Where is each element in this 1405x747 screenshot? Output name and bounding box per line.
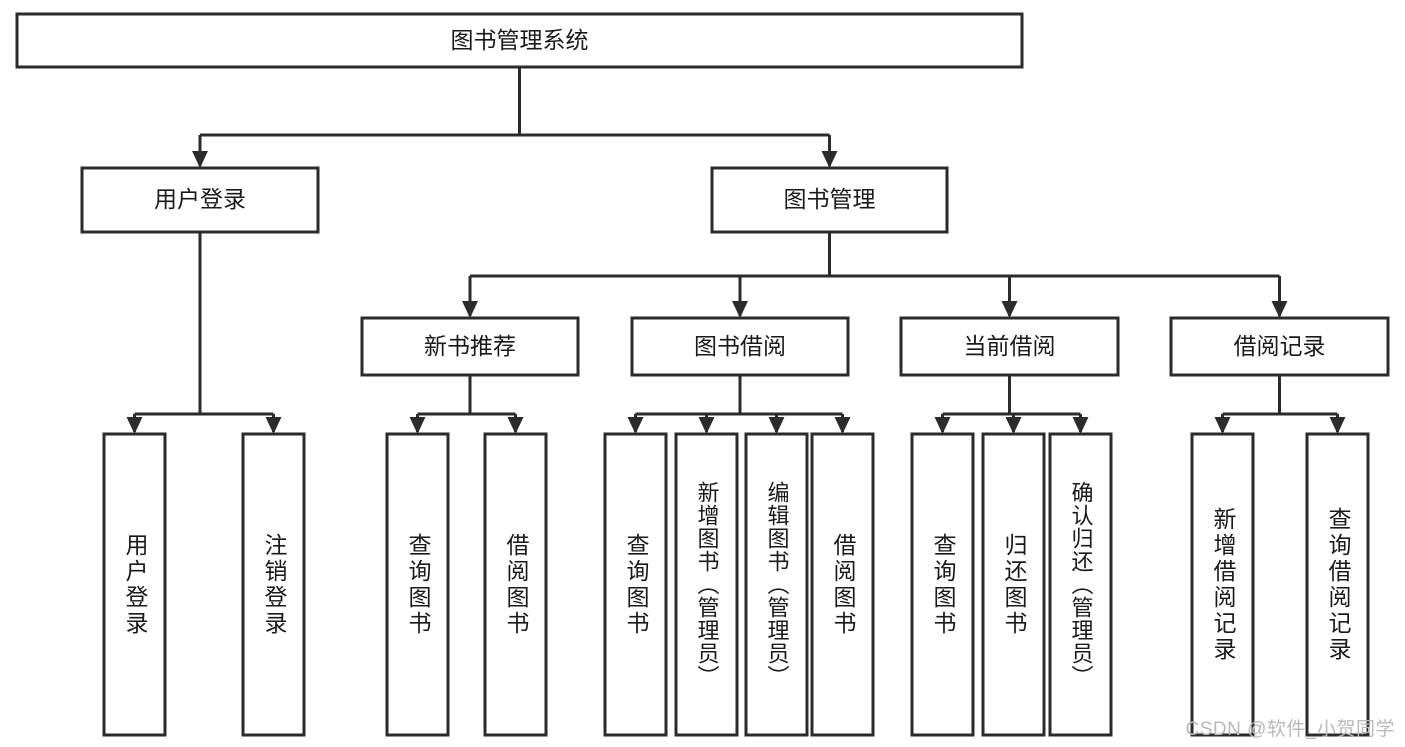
arrow-borrow-record-to-leaf-query-borrow-record bbox=[1329, 417, 1346, 434]
node-box-leaf-query-borrow-record[interactable] bbox=[1305, 432, 1370, 737]
arrow-current-borrow-to-leaf-query-book-3 bbox=[934, 417, 951, 434]
node-box-book-manage[interactable] bbox=[710, 166, 949, 234]
arrow-book-manage-to-current-borrow bbox=[1001, 301, 1018, 318]
arrow-book-manage-to-borrow-record bbox=[1271, 301, 1288, 318]
arrow-borrow-record-to-leaf-add-borrow-record bbox=[1214, 417, 1231, 434]
arrow-user-login-to-leaf-user-login bbox=[126, 417, 143, 434]
node-box-book-borrow[interactable] bbox=[630, 316, 850, 377]
node-box-current-borrow[interactable] bbox=[899, 316, 1120, 377]
arrow-book-borrow-to-leaf-borrow-book-2 bbox=[834, 417, 851, 434]
arrow-book-borrow-to-leaf-add-book-admin bbox=[698, 417, 715, 434]
arrow-book-manage-to-book-borrow bbox=[732, 301, 748, 318]
node-box-user-login[interactable] bbox=[80, 166, 320, 234]
node-box-leaf-borrow-book-1[interactable] bbox=[483, 432, 548, 737]
node-box-leaf-confirm-return-admin[interactable] bbox=[1048, 432, 1113, 737]
arrow-current-borrow-to-leaf-return-book bbox=[1005, 417, 1022, 434]
arrow-root-to-book-manage bbox=[821, 151, 838, 168]
arrow-book-manage-to-new-book-recommend bbox=[462, 301, 478, 318]
node-box-leaf-query-book-2[interactable] bbox=[603, 432, 668, 737]
node-box-leaf-edit-book-admin[interactable] bbox=[744, 432, 809, 737]
csdn-watermark: CSDN @软件_小贺同学 bbox=[1185, 719, 1395, 740]
node-box-leaf-add-borrow-record[interactable] bbox=[1190, 432, 1255, 737]
arrow-new-book-recommend-to-leaf-borrow-book-1 bbox=[507, 417, 524, 434]
node-box-new-book-recommend[interactable] bbox=[360, 316, 580, 377]
node-box-root[interactable] bbox=[15, 12, 1024, 69]
node-box-leaf-borrow-book-2[interactable] bbox=[810, 432, 875, 737]
arrow-book-borrow-to-leaf-edit-book-admin bbox=[768, 417, 785, 434]
arrow-new-book-recommend-to-leaf-query-book-1 bbox=[409, 417, 426, 434]
arrow-user-login-to-leaf-user-logout bbox=[265, 417, 282, 434]
node-box-leaf-user-login[interactable] bbox=[102, 432, 167, 737]
arrow-book-borrow-to-leaf-query-book-2 bbox=[627, 417, 644, 434]
node-box-leaf-return-book[interactable] bbox=[981, 432, 1046, 737]
node-box-leaf-query-book-3[interactable] bbox=[910, 432, 975, 737]
node-box-borrow-record[interactable] bbox=[1169, 316, 1390, 377]
arrow-current-borrow-to-leaf-confirm-return-admin bbox=[1072, 417, 1089, 434]
arrow-root-to-user-login bbox=[192, 151, 208, 168]
node-box-leaf-query-book-1[interactable] bbox=[385, 432, 450, 737]
node-box-leaf-add-book-admin[interactable] bbox=[674, 432, 739, 737]
node-box-leaf-user-logout[interactable] bbox=[241, 432, 306, 737]
